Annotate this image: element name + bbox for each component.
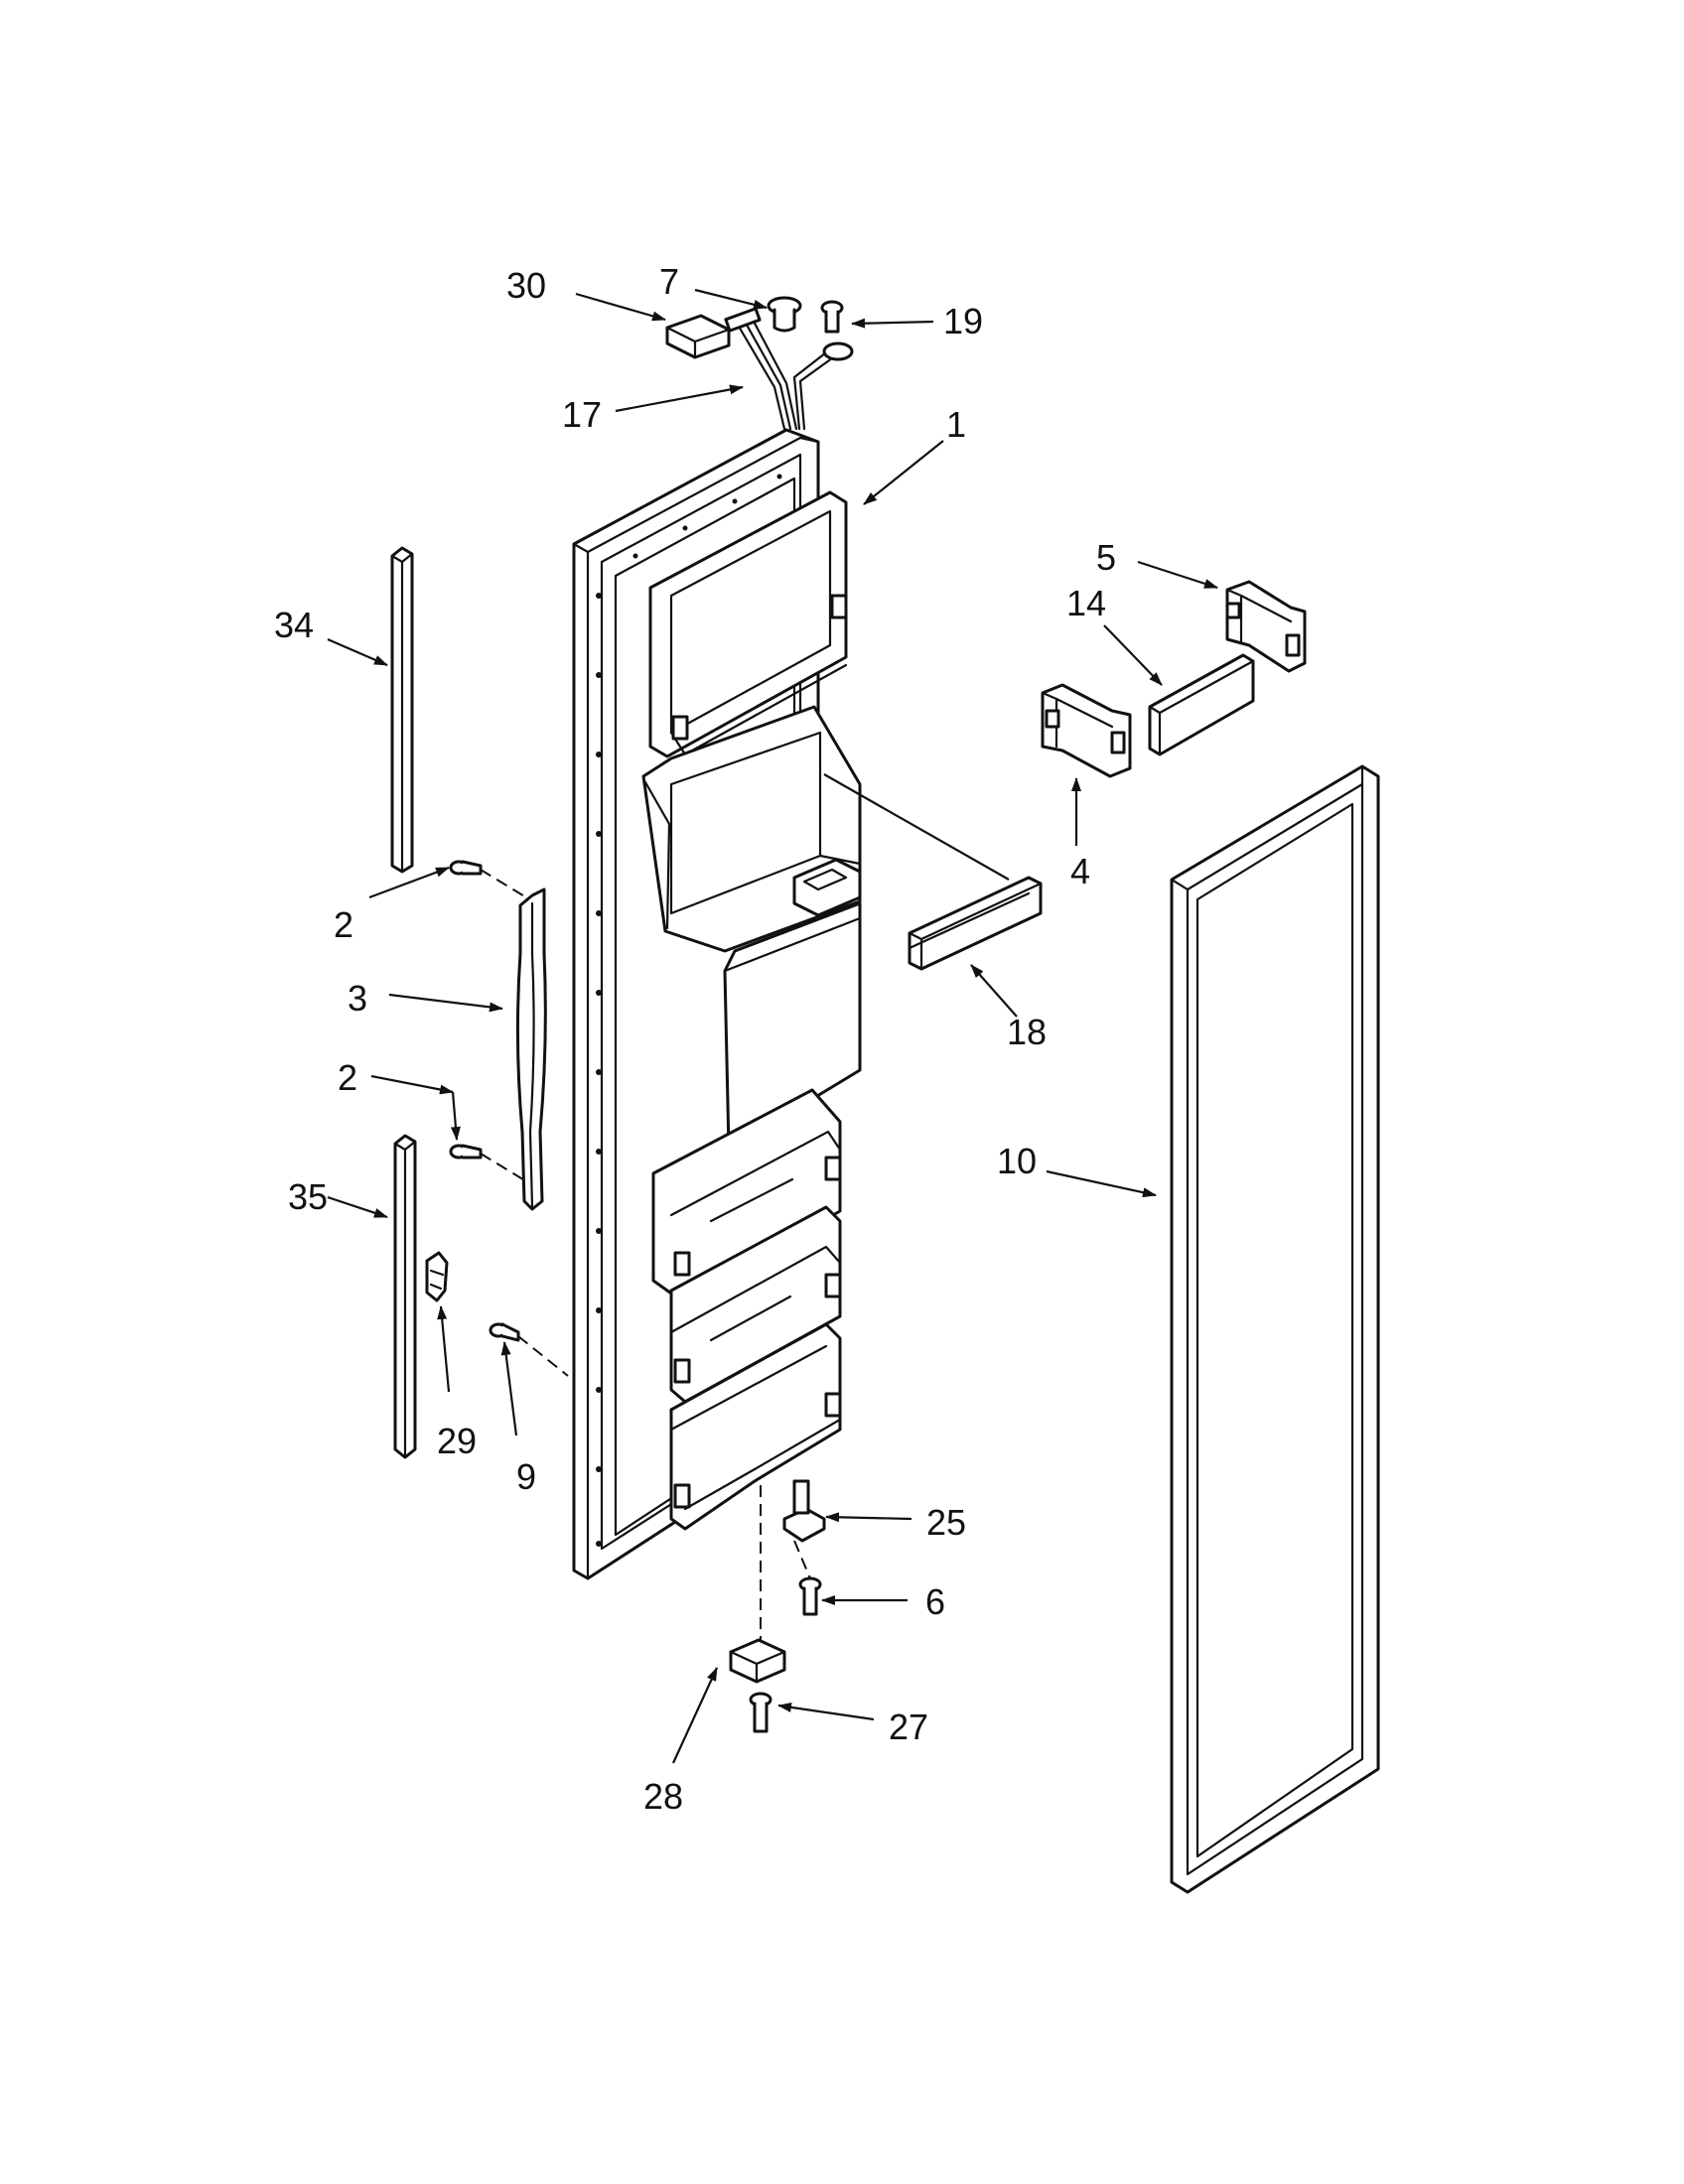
callout-18: 18: [1007, 1012, 1047, 1052]
callout-5: 5: [1096, 537, 1116, 578]
callout-3: 3: [348, 978, 367, 1019]
hinge-pin-part-25: [782, 1479, 826, 1543]
leader-lines: [327, 288, 1218, 1764]
plug-part-7: [767, 296, 802, 333]
handle-part-3: [515, 887, 547, 1211]
bracket-part-5: [1225, 580, 1307, 673]
callout-28: 28: [643, 1776, 683, 1817]
callout-34: 34: [274, 605, 314, 645]
bracket-part-4: [1041, 683, 1132, 778]
callout-30: 30: [506, 265, 546, 306]
rail-part-18: [823, 773, 1043, 971]
callout-25: 25: [926, 1502, 966, 1543]
callout-10: 10: [997, 1141, 1037, 1181]
callout-17: 17: [562, 394, 602, 435]
trim-strip-part-34: [390, 546, 414, 874]
callout-35: 35: [288, 1176, 328, 1217]
callout-1: 1: [946, 404, 966, 445]
callout-4: 4: [1070, 851, 1090, 891]
screw-part-9: [489, 1322, 569, 1377]
wire-harness: [724, 307, 854, 431]
screw-part-6: [798, 1576, 822, 1616]
callout-27: 27: [889, 1706, 928, 1747]
callout-14: 14: [1066, 583, 1106, 623]
door-edge-holes: [596, 474, 782, 1547]
screw-part-19: [820, 300, 844, 334]
callout-9: 9: [516, 1456, 536, 1497]
shelf-part-14: [1148, 653, 1255, 756]
screw-part-2-top: [449, 860, 527, 898]
connector-part-30: [665, 314, 731, 359]
screw-part-2-bottom: [449, 1144, 527, 1182]
callout-labels: 30 7 19 17 1 5 14 34 4 2 3 18 2 10 35 29…: [274, 261, 1116, 1817]
clip-part-29: [425, 1251, 449, 1302]
callout-29: 29: [437, 1421, 477, 1461]
callout-6: 6: [925, 1581, 945, 1622]
screw-part-27: [749, 1692, 772, 1733]
hinge-part-28: [729, 1638, 786, 1684]
callout-2-top: 2: [334, 904, 353, 945]
door-gasket-part-10: [1170, 764, 1380, 1894]
callout-2-bottom: 2: [338, 1057, 357, 1098]
callout-19: 19: [943, 301, 983, 341]
callout-7: 7: [659, 261, 679, 302]
door-assembly: [572, 428, 862, 1580]
trim-strip-part-35: [393, 1134, 417, 1459]
